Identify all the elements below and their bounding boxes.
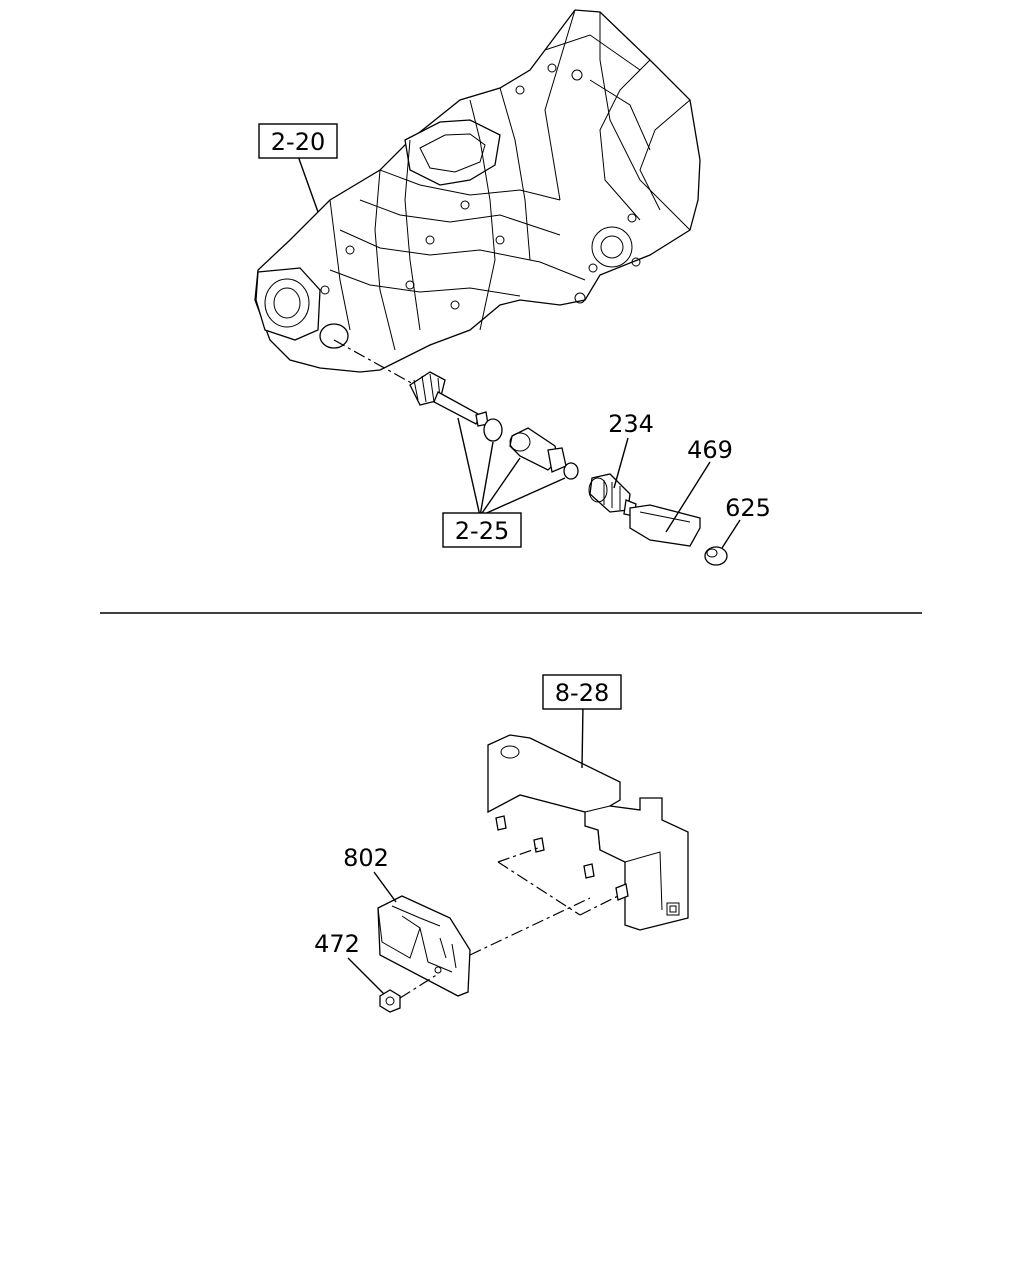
bracket-8-28 — [487, 704, 689, 931]
nut-472 — [347, 957, 439, 1013]
ref-box-8-28[interactable]: 8-28 — [542, 674, 622, 710]
part-label-469[interactable]: 469 — [687, 436, 733, 464]
transmission-assembly — [254, 9, 701, 373]
cap-625 — [704, 519, 741, 566]
ref-label-8-28: 8-28 — [555, 679, 609, 707]
ref-label-2-25: 2-25 — [455, 517, 509, 545]
speed-sensor-234 — [588, 437, 637, 517]
ref-2-25-leaders — [457, 417, 566, 517]
part-label-802[interactable]: 802 — [343, 844, 389, 872]
ref-label-2-20: 2-20 — [271, 128, 325, 156]
ref-box-2-25[interactable]: 2-25 — [442, 512, 522, 548]
module-802 — [373, 847, 619, 997]
ref-2-20-leader — [297, 155, 319, 213]
part-label-472[interactable]: 472 — [314, 930, 360, 958]
ref-box-2-20[interactable]: 2-20 — [258, 123, 338, 159]
part-label-625[interactable]: 625 — [725, 494, 771, 522]
speedometer-gear-group — [333, 339, 579, 480]
clip-469 — [629, 461, 711, 547]
part-label-234[interactable]: 234 — [608, 410, 654, 438]
